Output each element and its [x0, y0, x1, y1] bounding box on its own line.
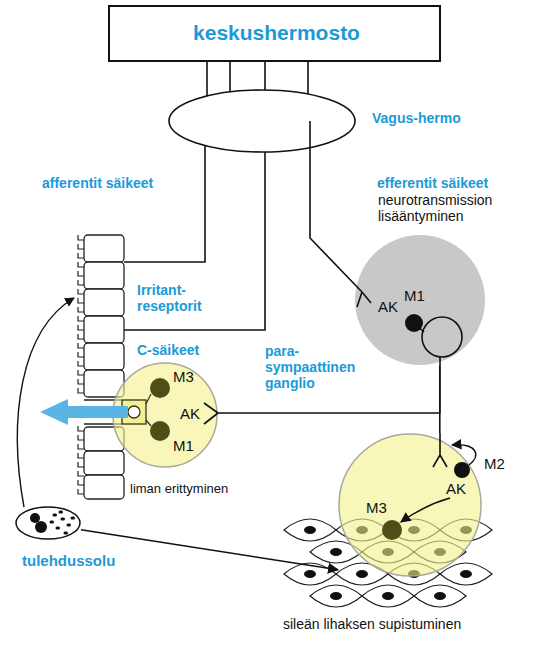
gland-circle-shape: [113, 363, 217, 467]
feedback-loop: [422, 317, 462, 357]
nerve-connector: [218, 366, 440, 413]
node-text: AK: [446, 480, 466, 497]
nerve-bundle: [207, 62, 308, 121]
vagus-ellipse: [169, 90, 355, 152]
goblet-cell: [122, 400, 146, 424]
gland-duct: [84, 400, 122, 424]
text-label: Vagus-hermo: [372, 110, 512, 126]
nerve-connector: [81, 530, 338, 570]
inflammatory-cell-outline: [15, 506, 81, 540]
text-label: Irritant- reseptorit: [137, 282, 227, 314]
node-text: M1: [173, 437, 194, 454]
afferent-fiber: [124, 121, 265, 330]
muscle-circle-shape: [339, 434, 481, 576]
node-text: AK: [378, 298, 398, 315]
epithelial-cell: [84, 370, 124, 397]
text-label: para- sympaattinen ganglio: [265, 343, 365, 391]
text-label: neurotransmission lisääntyminen: [378, 192, 518, 224]
receptor-link: [146, 394, 151, 426]
receptor-dot: [150, 378, 170, 398]
node-text: M1: [404, 287, 425, 304]
efferent-fiber: [310, 121, 362, 292]
epithelial-cell: [84, 475, 124, 499]
epithelial-cell: [84, 235, 124, 262]
node-text: keskushermosto: [110, 21, 443, 45]
node-text: AK: [180, 405, 200, 422]
text-label: liman erittyminen: [130, 482, 280, 497]
epithelial-cell: [84, 343, 124, 370]
brain-box: keskushermosto: [108, 5, 441, 62]
receptor-dot: [382, 520, 402, 540]
mediator-arrow: [17, 298, 74, 507]
cilia: [78, 235, 84, 494]
nerve-terminal: [433, 433, 447, 467]
inflammatory-cell: tulehdussolu: [15, 506, 81, 540]
nerve-terminal: [204, 403, 218, 424]
ganglion-circle-outline: [354, 234, 486, 366]
gland-circle: M3AK M1: [112, 362, 218, 468]
nerve-terminal: [357, 292, 371, 307]
epithelial-cell: [84, 262, 124, 289]
granule: [30, 513, 40, 523]
epithelial-cell: [84, 289, 124, 316]
goblet-cell-core: [128, 406, 140, 418]
text-label: afferentit säikeet: [42, 175, 212, 191]
text-label: C-säikeet: [137, 342, 237, 358]
mucus-arrow: [40, 399, 128, 425]
receptor-dot: [405, 314, 423, 332]
small-granules: [51, 512, 74, 533]
gland-circle-outline: [112, 362, 218, 468]
node-text: M3: [173, 368, 194, 385]
granule: [35, 521, 47, 533]
neuron-fiber: [414, 323, 424, 332]
text-label: efferentit säikeet: [377, 175, 542, 191]
postganglionic-fiber: [439, 357, 441, 366]
release-arrow: [401, 498, 450, 522]
text-label: sileän lihaksen supistuminen: [283, 616, 543, 632]
epithelial-cell: [84, 316, 124, 343]
receptor-dot: [150, 421, 170, 441]
smooth-muscle-cells: [284, 519, 492, 607]
receptor-dot: [454, 462, 470, 478]
muscle-circle-outline: [338, 433, 482, 577]
muscle-circle: AK M3: [338, 433, 482, 577]
epithelial-cell: [84, 427, 124, 451]
node-text: tulehdussolu: [22, 552, 115, 569]
ganglion-circle-shape: [355, 235, 485, 365]
muscle-nuclei: [304, 526, 472, 600]
epithelial-cell: [84, 451, 124, 475]
feedback-arrow: [452, 445, 476, 465]
ganglion-circle: AK M1: [354, 234, 486, 366]
node-text: M3: [366, 499, 387, 516]
inflammatory-cell-shape: [16, 507, 80, 539]
nerve-connector: [439, 366, 441, 433]
text-label: M2: [484, 455, 534, 472]
